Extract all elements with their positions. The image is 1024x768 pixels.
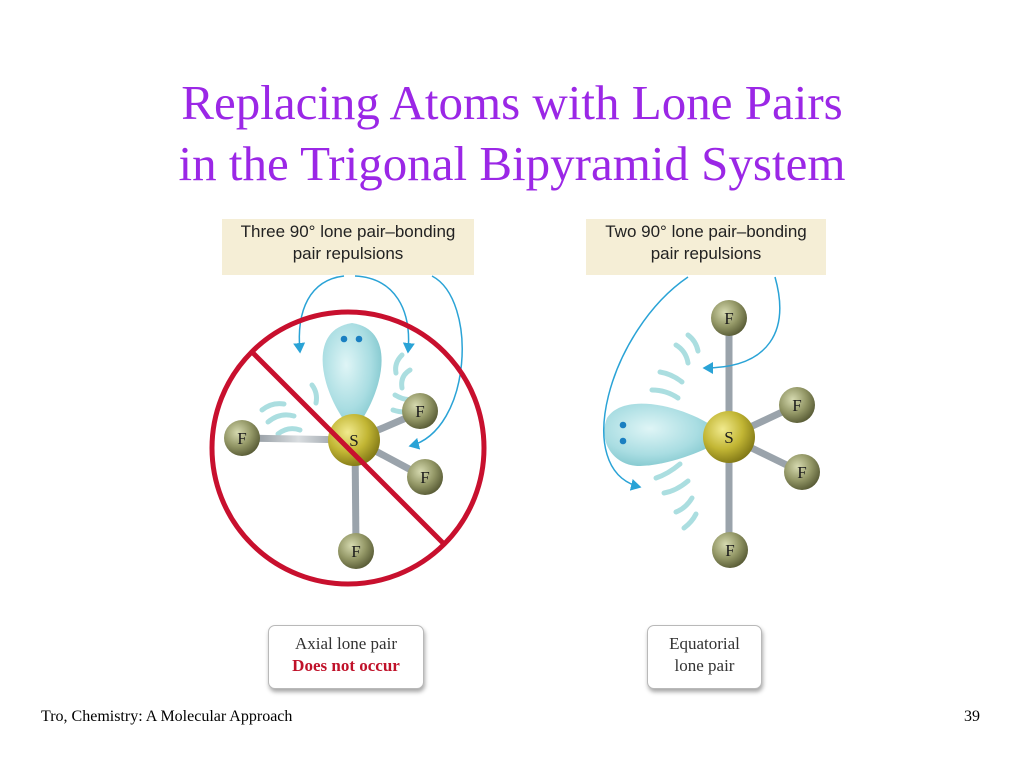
sulfur-atom xyxy=(703,411,755,463)
lone-pair-lobe-equatorial xyxy=(604,403,718,466)
axial-label-line-1: Axial lone pair xyxy=(295,634,397,653)
fluorine-atom xyxy=(224,420,260,456)
slide-title: Replacing Atoms with Lone Pairs in the T… xyxy=(0,72,1024,194)
atom-label: F xyxy=(724,309,733,328)
equatorial-lone-pair-label: Equatorial lone pair xyxy=(647,625,762,689)
right-caption-line-1: Two 90° lone pair–bonding xyxy=(605,222,807,241)
right-caption: Two 90° lone pair–bonding pair repulsion… xyxy=(586,219,826,275)
fluorine-atom xyxy=(779,387,815,423)
atom-label: S xyxy=(724,428,733,447)
atom-label: F xyxy=(237,429,246,448)
atom-label: F xyxy=(797,463,806,482)
prohibition-slash xyxy=(250,350,446,546)
lone-pair-lobe-axial xyxy=(322,323,382,428)
right-caption-line-2: pair repulsions xyxy=(650,244,762,263)
fluorine-atom xyxy=(338,533,374,569)
repulsion-arrows-left xyxy=(293,275,463,450)
fluorine-atom xyxy=(407,459,443,495)
atom-label: F xyxy=(420,468,429,487)
atom-label: F xyxy=(351,542,360,561)
does-not-occur-label: Does not occur xyxy=(292,656,400,675)
axial-lone-pair-molecule: F F F F S xyxy=(209,275,487,587)
source-citation: Tro, Chemistry: A Molecular Approach xyxy=(41,708,293,725)
lone-pair-electron xyxy=(340,335,348,343)
lone-pair-electron xyxy=(619,421,627,429)
axial-lone-pair-label: Axial lone pair Does not occur xyxy=(268,625,424,689)
equatorial-lone-pair-molecule: F F F F S xyxy=(603,276,820,568)
repulsion-arrows-right xyxy=(603,276,781,491)
atom-label: F xyxy=(792,396,801,415)
prohibition-circle xyxy=(209,309,487,587)
fluorine-atom xyxy=(784,454,820,490)
atom-label: F xyxy=(415,402,424,421)
title-line-2: in the Trigonal Bipyramid System xyxy=(178,136,846,191)
left-caption-line-1: Three 90° lone pair–bonding xyxy=(240,222,456,241)
equatorial-label-line-2: lone pair xyxy=(674,656,735,675)
equatorial-label-line-1: Equatorial xyxy=(669,634,740,653)
atom-label: F xyxy=(725,541,734,560)
sulfur-atom xyxy=(328,414,380,466)
repulsion-marks-right xyxy=(649,332,701,531)
atom-label: S xyxy=(349,431,358,450)
lone-pair-electron xyxy=(619,437,627,445)
title-line-1: Replacing Atoms with Lone Pairs xyxy=(181,75,843,130)
left-caption: Three 90° lone pair–bonding pair repulsi… xyxy=(222,219,474,275)
left-caption-line-2: pair repulsions xyxy=(292,244,404,263)
fluorine-atom xyxy=(712,532,748,568)
fluorine-atom xyxy=(711,300,747,336)
page-number: 39 xyxy=(964,708,980,725)
fluorine-atom xyxy=(402,393,438,429)
lone-pair-electron xyxy=(355,335,363,343)
